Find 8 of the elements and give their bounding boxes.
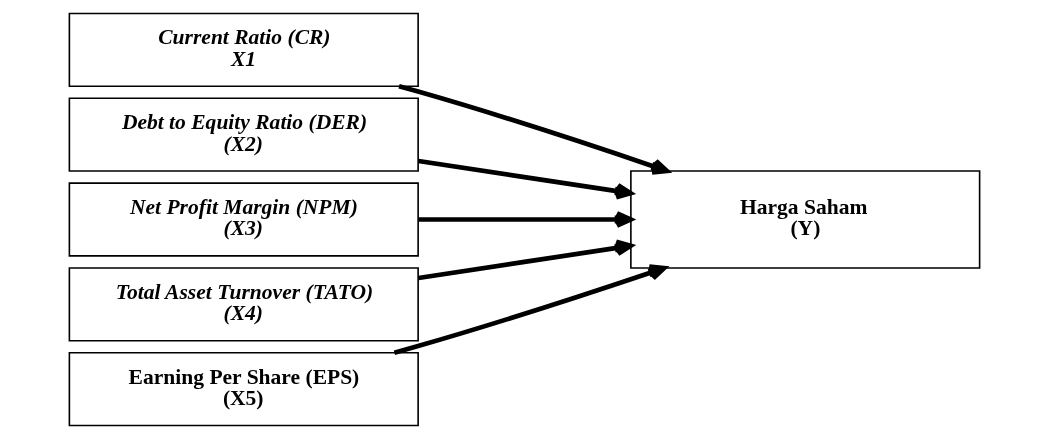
arrow: [417, 158, 633, 200]
node-box: Harga Saham (Y): [629, 170, 980, 269]
node-box: Total Asset Turnover (TATO) (X4): [68, 267, 419, 342]
arrow: [417, 239, 633, 281]
node-box: Current Ratio (CR) X1: [68, 12, 419, 87]
node-box: Debt to Equity Ratio (DER) (X2): [68, 97, 419, 172]
node-box: Earning Per Share (EPS) (X5): [68, 352, 419, 427]
node-box: Net Profit Margin (NPM) (X3): [68, 182, 419, 257]
